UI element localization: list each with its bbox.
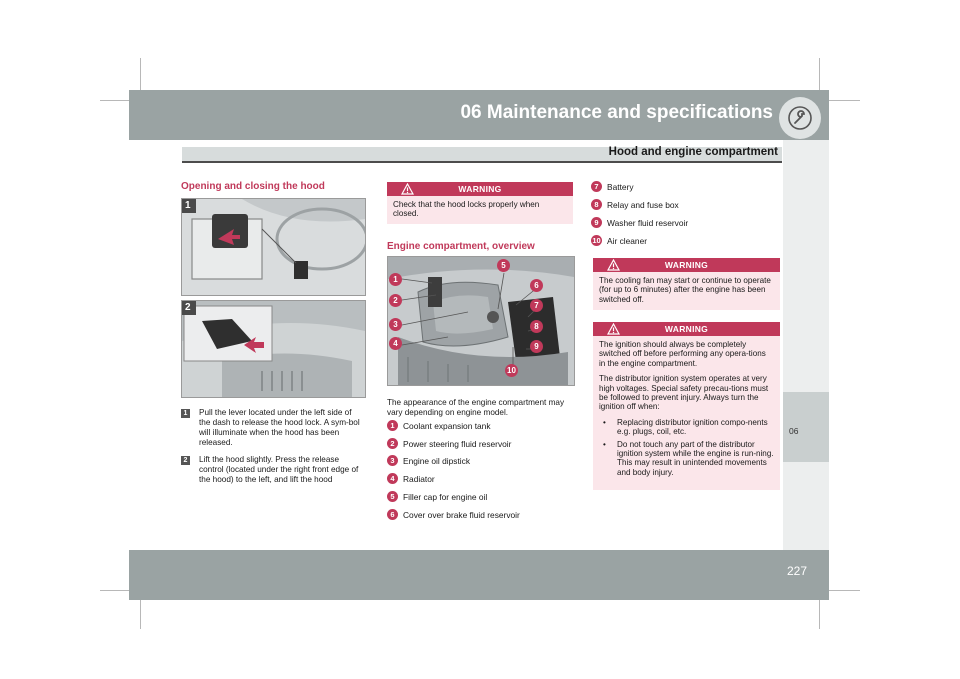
callout-6: 6: [530, 279, 543, 292]
list-item: 6 Cover over brake fluid reservoir: [387, 509, 520, 520]
warning-box: WARNING The ignition should always be co…: [593, 322, 780, 490]
section-header: Hood and engine compartment: [182, 146, 782, 163]
step-text: Pull the lever located under the left si…: [199, 408, 360, 447]
side-tab: 06: [783, 392, 829, 462]
bullet-text: Do not touch any part of the distributor…: [617, 439, 774, 477]
warning-paragraph: The ignition should always be completely…: [599, 340, 766, 368]
side-column: [783, 140, 829, 392]
warning-header: WARNING: [593, 322, 780, 336]
component-number: 7: [591, 181, 602, 192]
component-label: Air cleaner: [607, 235, 648, 246]
warning-text: Check that the hood locks properly when …: [393, 200, 540, 219]
image-label: 2: [185, 302, 191, 313]
crop-mark: [100, 590, 152, 591]
section-title: Hood and engine compartment: [608, 146, 778, 158]
callout-7: 7: [530, 299, 543, 312]
list-item: 7 Battery: [591, 181, 634, 192]
warning-triangle-icon: [607, 323, 620, 335]
hood-lever-image: 1: [181, 198, 366, 296]
component-number: 10: [591, 235, 602, 246]
page-footer: 227: [129, 550, 829, 600]
component-label: Cover over brake fluid reservoir: [403, 509, 520, 520]
crop-mark: [808, 590, 860, 591]
list-item: 1 Coolant expansion tank: [387, 420, 491, 431]
crop-mark: [819, 585, 820, 629]
component-number: 1: [387, 420, 398, 431]
list-item: 3 Engine oil dipstick: [387, 455, 470, 466]
list-item: 2 Power steering fluid reservoir: [387, 438, 511, 449]
list-item: 5 Filler cap for engine oil: [387, 491, 487, 502]
side-column: [783, 462, 829, 550]
step-number: 1: [181, 409, 190, 418]
component-label: Power steering fluid reservoir: [403, 438, 512, 449]
list-item: 9 Washer fluid reservoir: [591, 217, 688, 228]
crop-mark: [140, 585, 141, 629]
image-label: 1: [185, 200, 191, 211]
component-number: 4: [387, 473, 398, 484]
step-number: 2: [181, 456, 190, 465]
warning-header: WARNING: [387, 182, 573, 196]
bullet-text: Replacing distributor ignition compo-nen…: [617, 417, 768, 437]
hood-section-title: Opening and closing the hood: [181, 181, 325, 192]
warning-text: The cooling fan may start or continue to…: [599, 276, 771, 304]
component-number: 9: [591, 217, 602, 228]
engine-compartment-image: [387, 256, 575, 386]
callout-9: 9: [530, 340, 543, 353]
list-item: 10 Air cleaner: [591, 235, 647, 246]
callout-3: 3: [389, 318, 402, 331]
warning-header: WARNING: [593, 258, 780, 272]
warning-body: The ignition should always be completely…: [599, 340, 774, 480]
component-list: 1 Coolant expansion tank 2 Power steerin…: [387, 420, 573, 520]
warning-box: WARNING The cooling fan may start or con…: [593, 258, 780, 310]
wrench-icon: [779, 97, 821, 139]
component-number: 5: [387, 491, 398, 502]
component-label: Relay and fuse box: [607, 199, 679, 210]
list-item: 1 Pull the lever located under the left …: [181, 408, 364, 448]
chapter-header: 06 Maintenance and specifications: [129, 90, 829, 140]
component-label: Washer fluid reservoir: [607, 217, 689, 228]
warning-triangle-icon: [401, 183, 414, 195]
warning-triangle-icon: [607, 259, 620, 271]
list-item: 8 Relay and fuse box: [591, 199, 679, 210]
warning-heading: WARNING: [458, 184, 502, 194]
list-item: 4 Radiator: [387, 473, 435, 484]
list-item: 2 Lift the hood slightly. Press the rele…: [181, 455, 364, 485]
bullet-item: • Replacing distributor ignition compo-n…: [603, 418, 774, 437]
component-label: Battery: [607, 181, 634, 192]
warning-paragraph: The distributor ignition system operates…: [599, 374, 769, 412]
component-label: Engine oil dipstick: [403, 455, 471, 466]
bullet-item: • Do not touch any part of the distribut…: [603, 440, 774, 478]
warning-heading: WARNING: [664, 260, 709, 270]
side-tab-label: 06: [789, 426, 799, 436]
page-number: 227: [786, 564, 807, 578]
crop-mark: [819, 58, 820, 102]
callout-5: 5: [497, 259, 510, 272]
engine-section-title: Engine compartment, overview: [387, 241, 535, 252]
warning-box: WARNING Check that the hood locks proper…: [387, 182, 573, 224]
component-label: Radiator: [403, 473, 435, 484]
bullet-icon: •: [603, 439, 606, 449]
component-list-continued: 7 Battery 8 Relay and fuse box 9 Washer …: [591, 181, 781, 261]
step-text: Lift the hood slightly. Press the releas…: [199, 455, 359, 484]
crop-mark: [808, 100, 860, 101]
callout-2: 2: [389, 294, 402, 307]
callout-4: 4: [389, 337, 402, 350]
component-number: 3: [387, 455, 398, 466]
callout-8: 8: [530, 320, 543, 333]
engine-intro-text: The appearance of the engine compartment…: [387, 398, 565, 417]
component-number: 2: [387, 438, 398, 449]
crop-mark: [140, 58, 141, 102]
callout-10: 10: [505, 364, 518, 377]
component-number: 6: [387, 509, 398, 520]
chapter-title: 06 Maintenance and specifications: [460, 102, 773, 123]
component-label: Filler cap for engine oil: [403, 491, 488, 502]
component-number: 8: [591, 199, 602, 210]
crop-mark: [100, 100, 152, 101]
bullet-icon: •: [603, 417, 606, 427]
component-label: Coolant expansion tank: [403, 420, 491, 431]
warning-heading: WARNING: [664, 324, 709, 334]
hood-release-image: 2: [181, 300, 366, 398]
callout-1: 1: [389, 273, 402, 286]
